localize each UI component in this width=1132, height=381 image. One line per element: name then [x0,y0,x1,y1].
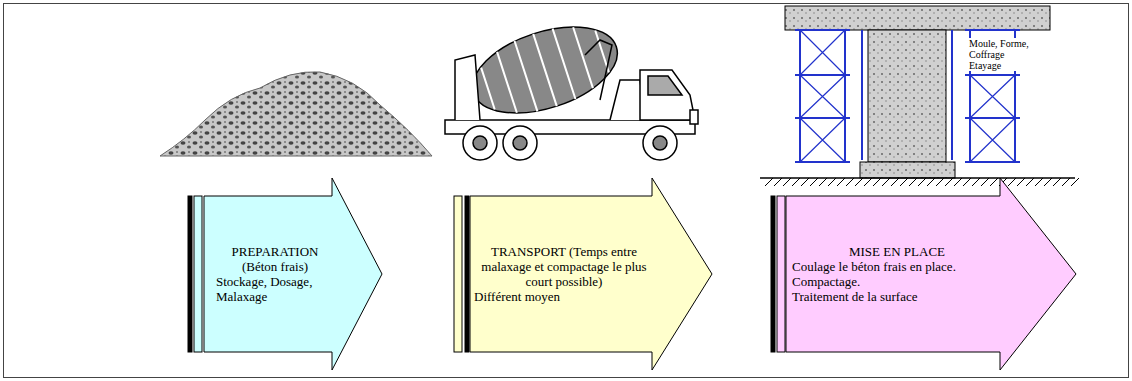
arrow-shape [786,178,1076,370]
step-text: Différent moyen [474,289,654,304]
step-heading: MISE EN PLACE [792,244,1002,259]
step-text: Stockage, Dosage, Malaxage [216,274,334,304]
process-arrow: TRANSPORT (Temps entre malaxage et compa… [470,178,712,370]
ground-hatch [765,178,1079,186]
mixer-truck [445,11,698,160]
step-text: Traitement de la surface [792,289,1002,304]
arrow-text: MISE EN PLACECoulage le béton frais en p… [792,244,1002,304]
step-text: Coulage le béton frais en place. [792,259,1002,274]
gravel-pile [160,72,432,156]
arrow-shape [470,178,712,370]
step-heading: PREPARATION (Béton frais) [216,244,334,274]
ground-line [760,177,1075,179]
step-text: Compactage. [792,274,1002,289]
frame [4,4,1129,378]
process-arrow: MISE EN PLACECoulage le béton frais en p… [786,178,1076,370]
t-beam [760,6,1079,186]
arrow-text: TRANSPORT (Temps entre malaxage et compa… [474,244,654,304]
formwork-label: Moule, Forme, Coffrage Etayage [968,38,1032,71]
process-arrow: PREPARATION (Béton frais)Stockage, Dosag… [204,178,382,370]
step-heading: TRANSPORT (Temps entre malaxage et compa… [474,244,654,289]
arrow-shape [204,178,382,370]
arrow-text: PREPARATION (Béton frais)Stockage, Dosag… [216,244,334,304]
